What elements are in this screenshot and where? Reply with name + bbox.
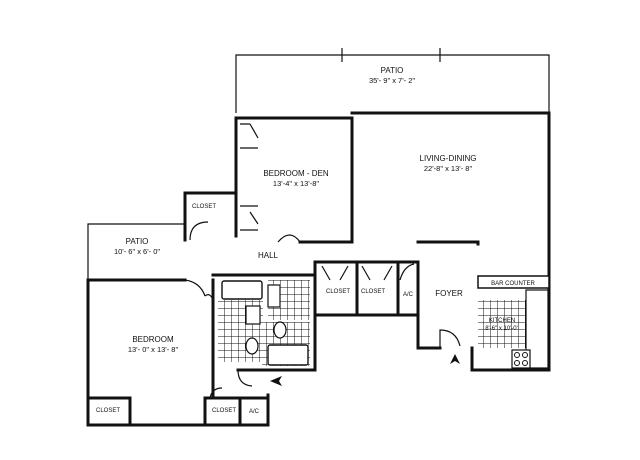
- foyer-name: FOYER: [435, 289, 463, 298]
- closet-hall: CLOSET: [189, 204, 216, 241]
- ac-bottom-name: A/C: [249, 409, 260, 415]
- bathrooms: [218, 280, 310, 366]
- bar-counter: BAR COUNTER: [477, 275, 550, 289]
- bath-entry: [237, 369, 282, 387]
- room-living-dining: LIVING-DINING 22'-8" x 13'- 8": [420, 154, 477, 173]
- room-bedroom-den: BEDROOM - DEN 13'-4" x 13'-8": [240, 123, 329, 231]
- closet-bed-right-name: CLOSET: [212, 408, 236, 414]
- bath-entry-arrow-icon: [270, 376, 282, 386]
- entry-arrow-icon: [450, 354, 460, 364]
- patio-left: PATIO 10'- 6" x 6'- 0": [114, 237, 160, 256]
- patio-left-name: PATIO: [126, 237, 149, 246]
- closet-bed-left-name: CLOSET: [96, 408, 120, 414]
- patio-top: PATIO 35'- 9" x 7'- 2": [235, 48, 550, 113]
- closet-a-name: CLOSET: [326, 289, 350, 295]
- bar-counter-name: BAR COUNTER: [491, 281, 535, 287]
- bedroom-den-size: 13'-4" x 13'-8": [273, 179, 319, 188]
- bedroom-size: 13'- 0" x 13'- 8": [128, 345, 179, 354]
- closet-b-name: CLOSET: [361, 289, 385, 295]
- bedroom-name: BEDROOM: [132, 335, 174, 344]
- living-dining-name: LIVING-DINING: [420, 154, 477, 163]
- room-hall: HALL: [258, 234, 301, 260]
- room-foyer: FOYER: [435, 289, 463, 364]
- bedroom-den-name: BEDROOM - DEN: [263, 169, 329, 178]
- exterior-walls: [86, 111, 551, 427]
- hall-name: HALL: [258, 251, 279, 260]
- patio-top-name: PATIO: [381, 66, 404, 75]
- living-dining-size: 22'-8" x 13'- 8": [424, 164, 473, 173]
- closet-hall-name: CLOSET: [192, 204, 216, 210]
- closet-b: CLOSET: [361, 265, 393, 295]
- ac-mid-name: A/C: [403, 292, 414, 298]
- closet-bed-right: CLOSET: [209, 387, 236, 414]
- patio-left-size: 10'- 6" x 6'- 0": [114, 247, 160, 256]
- ac-mid: A/C: [399, 263, 415, 298]
- room-kitchen: KITCHEN 8'-6" x 10'-0": [478, 289, 549, 369]
- closet-a: CLOSET: [321, 265, 350, 295]
- kitchen-name: KITCHEN: [489, 318, 515, 324]
- ac-bottom: A/C: [249, 409, 260, 415]
- closet-bed-left: CLOSET: [96, 408, 120, 414]
- patio-top-size: 35'- 9" x 7'- 2": [369, 76, 415, 85]
- room-bedroom: BEDROOM 13'- 0" x 13'- 8": [128, 279, 214, 354]
- kitchen-size: 8'-6" x 10'-0": [485, 326, 519, 332]
